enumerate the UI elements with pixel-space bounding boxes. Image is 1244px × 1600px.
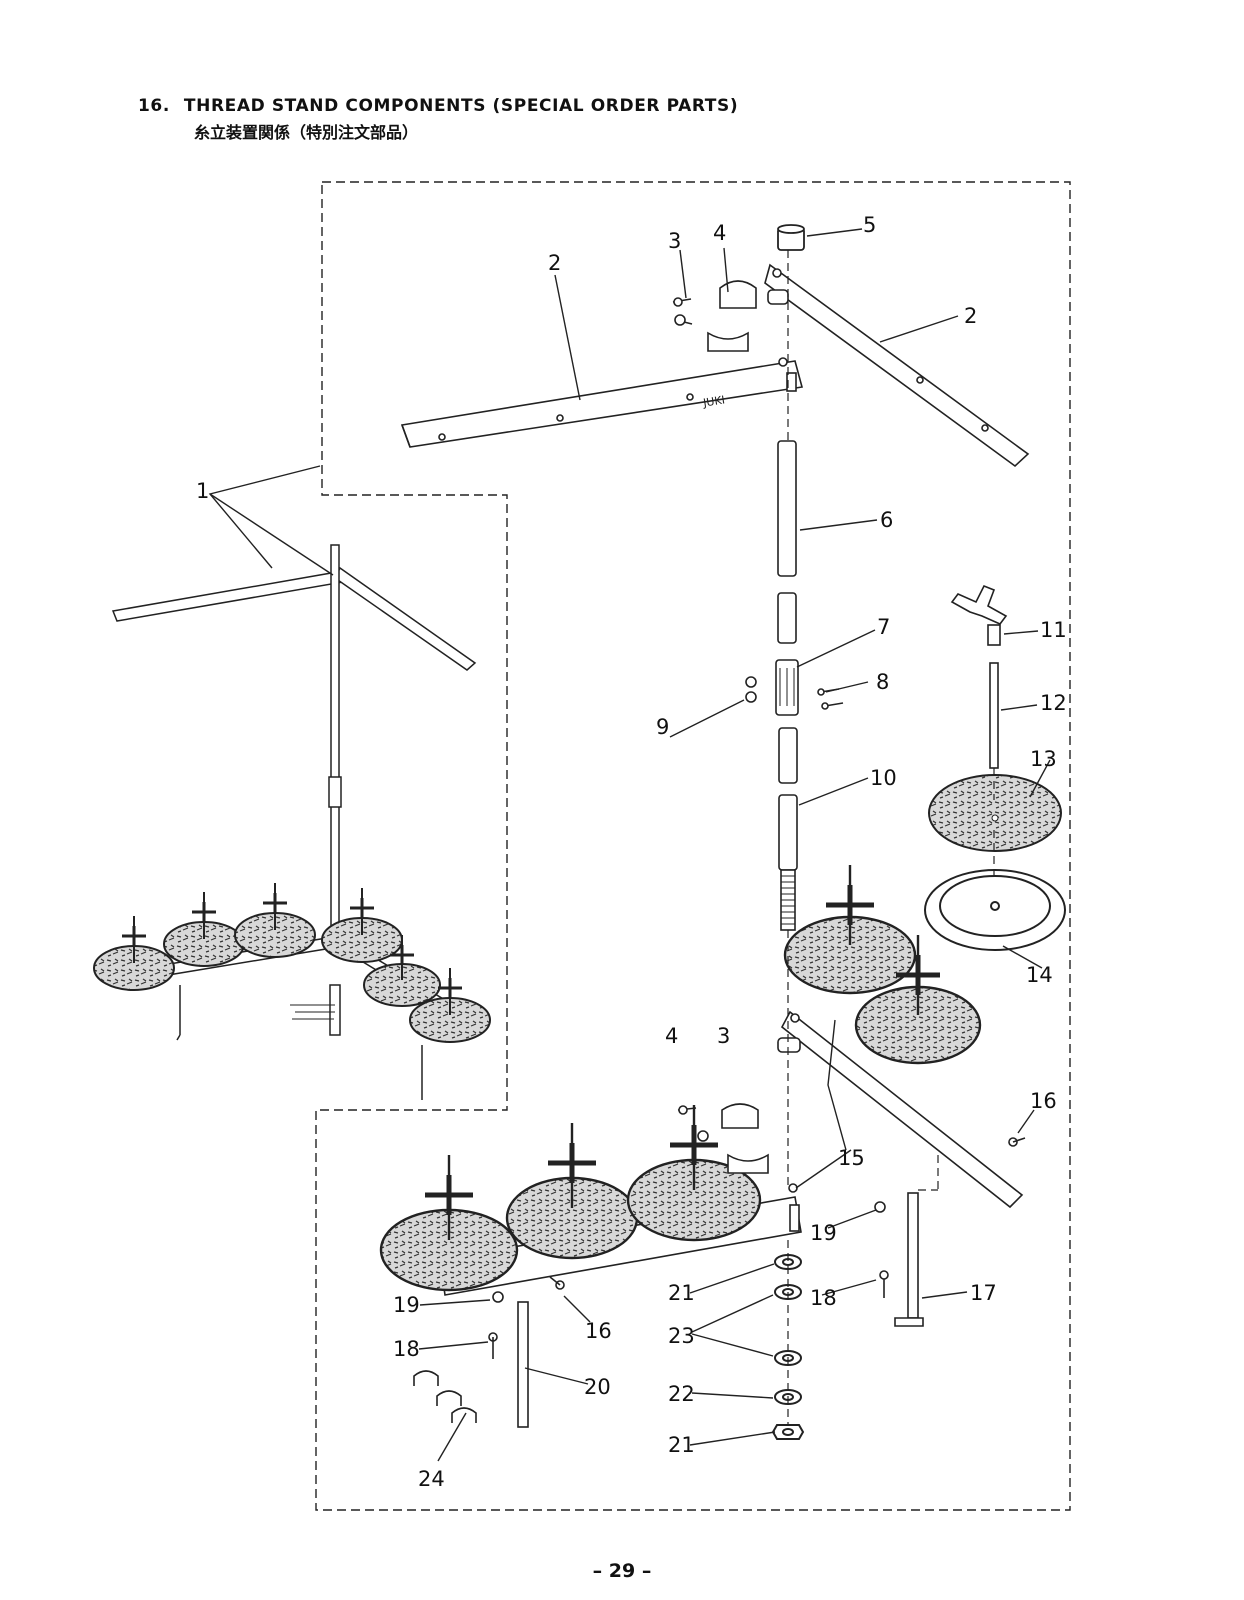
joint-part-7 [745,659,844,716]
felt-disk-part-13 [928,774,1062,852]
callout-2-left: 2 [548,251,561,275]
upper-arm-left [400,357,804,448]
callout-4-lower: 4 [665,1024,678,1048]
callout-6: 6 [880,508,893,532]
arm-brand-mark: JUKI [701,393,726,409]
title-english-text: THREAD STAND COMPONENTS (SPECIAL ORDER P… [183,96,739,116]
callout-12: 12 [1040,691,1067,715]
callout-15: 15 [838,1146,865,1170]
alignment-lines [787,250,995,1425]
callout-19-left: 19 [393,1293,420,1317]
title-english: 16. THREAD STAND COMPONENTS (SPECIAL ORDE… [138,96,738,116]
page-number: – 29 – [592,1560,652,1582]
callout-11: 11 [1040,618,1067,642]
washers-and-nuts [771,1254,805,1440]
callout-20: 20 [584,1375,611,1399]
cap-part-5 [777,224,805,251]
lower-bar-right [777,1010,1024,1209]
callout-19-right: 19 [810,1221,837,1245]
tube-part-10 [778,727,798,931]
callout-18-right: 18 [810,1286,837,1310]
title-japanese: 糸立装置関係（特別注文部品） [194,123,419,142]
callout-2-right: 2 [964,304,977,328]
callout-8: 8 [876,670,889,694]
assembled-spools [93,883,491,1043]
callout-21-upper: 21 [668,1281,695,1305]
callout-labels: 1 2 2 3 4 5 6 7 8 9 10 11 12 13 14 4 3 1… [196,213,1067,1491]
dashed-boundary [315,181,1071,1511]
callout-3-lower: 3 [717,1024,730,1048]
callout-16-right: 16 [1030,1089,1057,1113]
callout-9: 9 [656,715,669,739]
callout-22: 22 [668,1382,695,1406]
spool-assembly-right [783,865,982,1065]
spool-plate-part-14 [924,869,1066,951]
callout-21-lower: 21 [668,1433,695,1457]
callout-7: 7 [877,615,890,639]
page-title: 16. THREAD STAND COMPONENTS (SPECIAL ORDE… [138,96,738,143]
callout-24: 24 [418,1467,445,1491]
callout-13: 13 [1030,747,1057,771]
brackets-and-screws [413,1137,1026,1428]
upper-arm-right [764,263,1030,468]
spool-assembly-left [379,1105,762,1292]
callout-23: 23 [668,1324,695,1348]
clamp-lower [677,1103,769,1174]
callout-18-left: 18 [393,1337,420,1361]
callout-1: 1 [196,479,209,503]
callout-4-upper: 4 [713,221,726,245]
spindle-part-11-12 [950,584,1008,769]
callout-16-left: 16 [585,1319,612,1343]
clamp-upper [672,280,757,352]
callout-3-upper: 3 [668,229,681,253]
callout-14: 14 [1026,963,1053,987]
callout-10: 10 [870,766,897,790]
section-number: 16. [138,96,170,116]
leader-lines [208,228,1051,1462]
callout-17: 17 [970,1281,997,1305]
tube-part-6 [777,440,797,644]
callout-5: 5 [863,213,876,237]
